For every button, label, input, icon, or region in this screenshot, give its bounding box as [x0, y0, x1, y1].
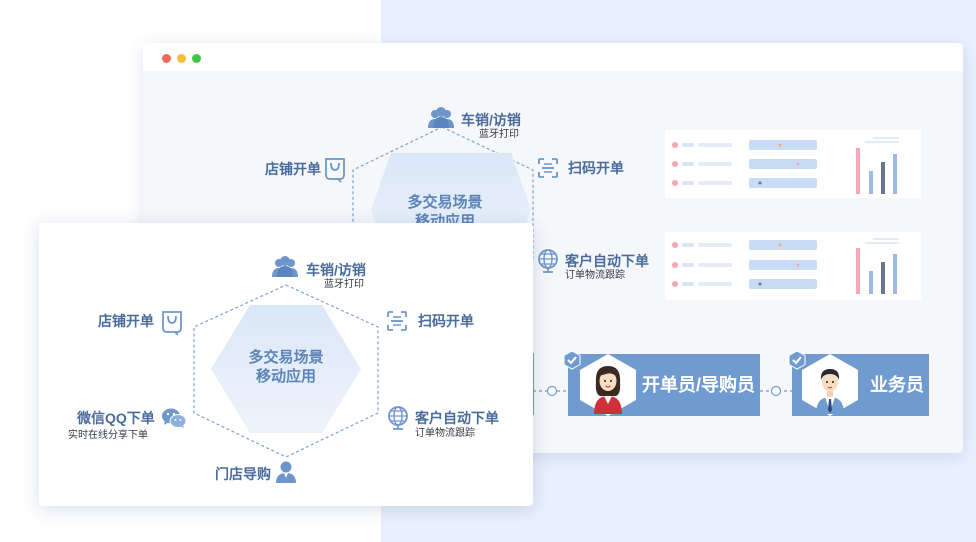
maximize-dot[interactable]	[192, 54, 201, 63]
back-right-bottom-label: 客户自动下单	[565, 253, 649, 269]
check-icon	[788, 350, 806, 370]
scan-icon	[538, 158, 558, 178]
front-center-text: 多交易场景 移动应用	[239, 348, 333, 386]
front-left-bottom-sub: 实时在线分享下单	[68, 430, 148, 441]
window-titlebar	[143, 43, 963, 71]
mock-list-bottom	[672, 238, 899, 294]
close-dot[interactable]	[162, 54, 171, 63]
salesman-avatar	[802, 354, 858, 416]
role-label-clerk: 开单员/导购员	[642, 375, 756, 395]
front-left-top-label: 店铺开单	[98, 313, 154, 329]
mock-list-top	[672, 137, 899, 194]
back-top-sub: 蓝牙打印	[479, 129, 519, 140]
role-card-salesman[interactable]: 业务员	[792, 354, 929, 416]
front-center-line1: 多交易场景	[248, 349, 324, 366]
role-connectors	[533, 385, 792, 397]
scan-icon	[387, 311, 407, 331]
front-top-sub: 蓝牙打印	[324, 279, 364, 290]
globe-icon	[388, 406, 408, 430]
back-left-label: 店铺开单	[265, 161, 321, 177]
back-right-bottom-sub: 订单物流跟踪	[565, 270, 625, 281]
clerk-avatar	[580, 354, 636, 416]
bag-icon	[162, 311, 182, 336]
bag-icon	[325, 158, 345, 183]
front-right-top-label: 扫码开单	[418, 313, 474, 329]
check-icon	[563, 350, 581, 370]
front-top-label: 车销/访销	[306, 262, 366, 278]
back-right-label: 扫码开单	[568, 160, 624, 176]
minimize-dot[interactable]	[177, 54, 186, 63]
team-icon	[272, 256, 298, 277]
wechat-icon	[162, 408, 187, 428]
front-bottom-label: 门店导购	[215, 466, 271, 482]
front-left-bottom-label: 微信QQ下单	[77, 410, 155, 426]
back-top-label: 车销/访销	[461, 112, 521, 128]
role-label-salesman: 业务员	[870, 375, 924, 395]
front-right-bottom-label: 客户自动下单	[415, 410, 499, 426]
person-icon	[276, 461, 296, 483]
front-right-bottom-sub: 订单物流跟踪	[415, 428, 475, 439]
front-center-line2: 移动应用	[255, 368, 316, 385]
team-icon	[428, 107, 454, 128]
globe-icon	[538, 249, 558, 273]
back-center-line1: 多交易场景	[407, 194, 483, 211]
role-card-clerk[interactable]: 开单员/导购员	[568, 354, 760, 416]
